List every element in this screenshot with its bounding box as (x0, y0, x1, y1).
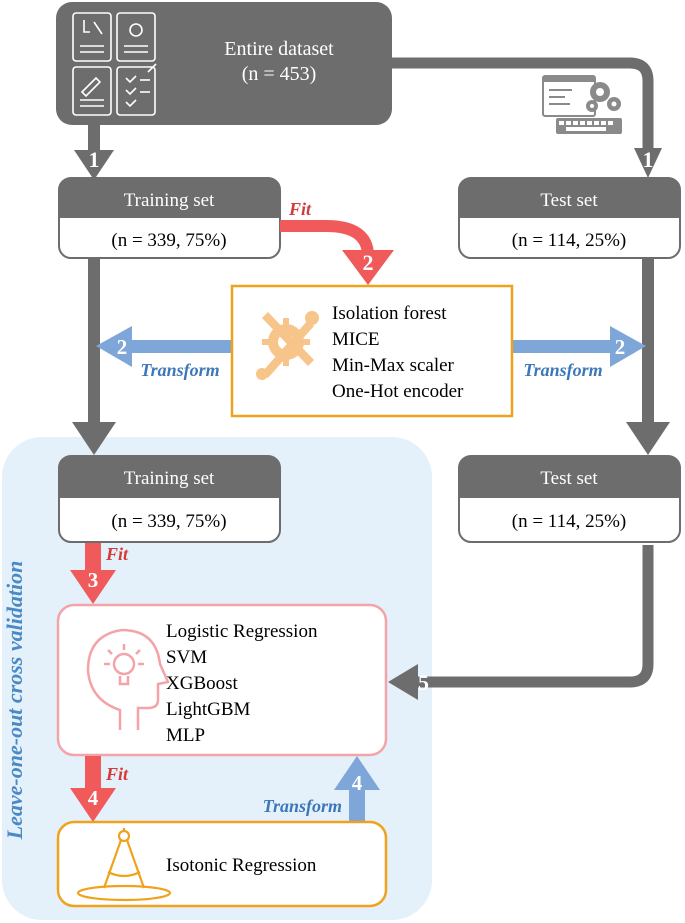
arrow-entire-to-train (74, 150, 114, 180)
fit-label-preprocessing: Fit (288, 199, 312, 219)
models-box (56, 603, 388, 757)
fit-arrowhead-preprocessing (342, 250, 394, 285)
transform-arrowhead-left (96, 326, 132, 367)
fit-shaft-calibration (85, 756, 101, 791)
top-test-title: Test set (540, 190, 598, 211)
entire-dataset-count: (n = 453) (242, 63, 317, 85)
top-training-title: Training set (124, 190, 215, 211)
fit-label-models: Fit (105, 544, 129, 564)
computer-gears-icon (542, 75, 622, 134)
entire-dataset-title: Entire dataset (224, 38, 334, 60)
transform-shaft-up (349, 785, 365, 823)
step-1-label-right: 1 (643, 147, 654, 172)
arrow-test-to-test (626, 422, 670, 455)
transform-label-right: Transform (523, 360, 602, 380)
preprocessing-item-4: One-Hot encoder (332, 381, 464, 402)
preprocessing-item-3: Min-Max scaler (332, 355, 455, 376)
fit-arrowhead-calibration (70, 788, 116, 822)
calibration-label: Isotonic Regression (166, 855, 317, 876)
top-training-count: (n = 339, 75%) (111, 230, 226, 251)
transform-label-calibration: Transform (263, 796, 342, 816)
fit-arrowhead-models (70, 570, 116, 604)
flow-line-entire-to-train (88, 125, 100, 155)
bottom-test-title: Test set (540, 468, 598, 489)
top-test-count: (n = 114, 25%) (512, 230, 627, 251)
model-item-1: Logistic Regression (166, 621, 318, 642)
top-test-set: Test set (n = 114, 25%) (458, 177, 681, 259)
step-4-label-fit: 4 (88, 786, 99, 810)
model-item-5: MLP (166, 725, 205, 746)
model-item-3: XGBoost (166, 673, 239, 694)
step-2-label-left: 2 (117, 335, 128, 359)
step-2-label-right: 2 (615, 335, 626, 359)
bottom-training-set: Training set (n = 339, 75%) (58, 455, 281, 543)
arrow-entire-to-test (634, 148, 662, 178)
flow-line-train-to-train (88, 258, 100, 428)
bottom-test-set: Test set (n = 114, 25%) (458, 455, 681, 543)
compass-icon (76, 828, 172, 902)
preprocessing-item-1: Isolation forest (332, 303, 447, 324)
step-2-label-fit: 2 (363, 250, 374, 275)
arrow-test-to-models (388, 664, 418, 700)
transform-shaft-left (128, 340, 232, 353)
fit-arrow-preprocessing (280, 220, 374, 257)
transform-arrowhead-up (334, 756, 380, 790)
top-training-set: Training set (n = 339, 75%) (58, 177, 281, 259)
calibration-box (56, 820, 388, 908)
flow-line-test-to-test (642, 258, 654, 428)
cv-label: Leave-one-out cross validation (2, 561, 27, 841)
documents-icon (72, 12, 157, 116)
step-1-label-left: 1 (89, 147, 100, 172)
bottom-test-count: (n = 114, 25%) (512, 511, 627, 532)
model-item-2: SVM (166, 647, 207, 668)
transform-shaft-right (512, 340, 616, 353)
preprocessing-item-2: MICE (332, 329, 380, 350)
arrow-train-to-train (72, 422, 116, 455)
step-5-label: 5 (418, 670, 429, 695)
step-3-label: 3 (88, 568, 99, 592)
model-item-4: LightGBM (166, 699, 251, 720)
head-lightbulb-icon (86, 628, 170, 730)
flow-line-entire-to-test (392, 57, 654, 150)
bottom-training-title: Training set (124, 468, 215, 489)
entire-dataset-box (56, 2, 392, 125)
bottom-training-count: (n = 339, 75%) (111, 511, 226, 532)
wrench-gear-icon (256, 311, 319, 380)
transform-arrowhead-right (610, 326, 646, 367)
fit-label-calibration: Fit (105, 764, 129, 784)
step-4-label-transform: 4 (352, 771, 363, 795)
transform-label-left: Transform (140, 360, 219, 380)
flow-line-test-to-models (415, 545, 654, 688)
fit-shaft-models (85, 543, 101, 578)
